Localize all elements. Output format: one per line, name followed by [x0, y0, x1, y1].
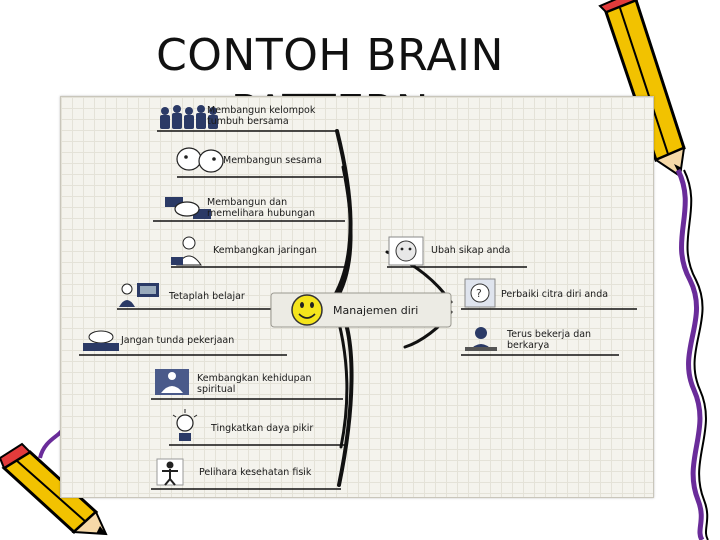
mindmap-panel: ? Membangun kelompok tumbuh bersama Memb… — [60, 96, 654, 498]
pencil-icon — [0, 430, 108, 536]
mindmap-graphic: ? — [79, 105, 637, 490]
faces-talking-icon — [176, 147, 224, 173]
branch-label: Tingkatkan daya pikir — [211, 423, 314, 434]
person-computer-icon — [119, 283, 159, 307]
group-people-icon — [160, 105, 218, 129]
question-head-icon: ? — [464, 278, 496, 308]
branch-label: Tetaplah belajar — [169, 291, 245, 302]
lightbulb-head-icon — [172, 409, 198, 441]
branch-label: Pelihara kesehatan fisik — [199, 467, 312, 478]
meditation-icon — [155, 369, 189, 395]
right-branch-lines — [387, 266, 637, 356]
smiley-face-icon — [291, 294, 323, 326]
branch-label: Kembangkan kehidupan spiritual — [197, 373, 312, 395]
branch-label: Membangun dan memelihara hubungan — [207, 197, 316, 219]
exercise-person-icon — [156, 458, 184, 486]
branch-label: Ubah sikap anda — [431, 245, 511, 256]
left-branch-lines — [79, 130, 347, 490]
branch-label: Membangun sesama — [223, 155, 322, 166]
branch-label: Jangan tunda pekerjaan — [121, 335, 235, 346]
svg-text:?: ? — [476, 287, 482, 300]
branch-label: Terus bekerja dan berkarya — [507, 329, 592, 351]
slide-title: CONTOH BRAIN PATTERN — [156, 30, 504, 106]
pencil-icon — [598, 0, 709, 540]
handshake-icon — [165, 197, 211, 219]
person-working-icon — [465, 327, 497, 351]
person-phone-icon — [171, 236, 202, 266]
center-label: Manajemen diri — [333, 304, 419, 317]
branch-label: Membangun kelompok tumbuh bersama — [207, 105, 316, 127]
sleeping-person-icon — [83, 330, 119, 351]
thinking-face-icon — [388, 236, 424, 266]
branch-label: Kembangkan jaringan — [213, 245, 317, 256]
branch-label: Perbaiki citra diri anda — [501, 289, 609, 300]
